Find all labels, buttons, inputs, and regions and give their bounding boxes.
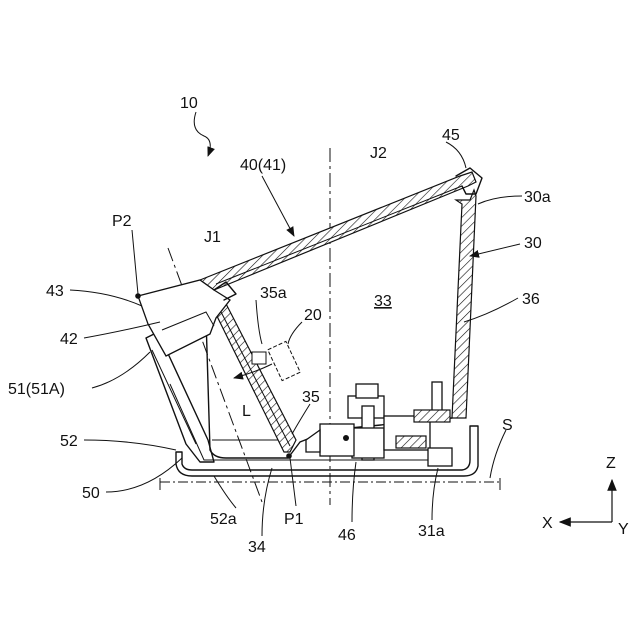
leader-52a	[214, 476, 236, 508]
leader-35a	[256, 300, 262, 344]
label-axis-z: Z	[606, 455, 616, 472]
label-inner-wall: 35	[302, 389, 320, 406]
label-axis-y: Y	[618, 521, 629, 538]
label-body: 30	[524, 235, 542, 252]
label-lid: 40(41)	[240, 157, 286, 174]
label-point-p1: P1	[284, 511, 304, 528]
label-sensor: 20	[304, 307, 322, 324]
guide-wall	[146, 332, 214, 462]
lid-inner-edge	[216, 186, 462, 284]
leader-52	[84, 440, 176, 450]
label-bottom-rib: 31a	[418, 523, 445, 540]
leader-10	[194, 112, 210, 156]
label-space: 33	[374, 293, 392, 310]
leader-s	[490, 430, 506, 478]
label-surface: S	[502, 417, 513, 434]
label-length: L	[242, 403, 251, 420]
label-axis-j2: J2	[370, 145, 387, 162]
label-point-p2: P2	[112, 213, 132, 230]
lid-top	[200, 172, 476, 290]
label-lid-edge: 43	[46, 283, 64, 300]
label-base: 50	[82, 485, 100, 502]
leader-40	[262, 176, 294, 236]
label-base-foot: 52a	[210, 511, 237, 528]
leader-30	[470, 244, 520, 256]
point-p1-dot	[286, 453, 292, 459]
guide-inner	[152, 350, 196, 444]
leader-36	[464, 298, 518, 322]
leader-35	[292, 404, 310, 434]
label-base-wall: 52	[60, 433, 78, 450]
coordinate-axes	[560, 480, 612, 522]
label-hinge: 45	[442, 127, 460, 144]
label-guide: 51(51A)	[8, 381, 65, 398]
leader-34	[262, 468, 272, 536]
leader-50	[106, 458, 182, 492]
sensor-window	[252, 352, 266, 364]
leader-46	[352, 462, 356, 522]
lid-front	[138, 280, 230, 356]
leader-30a	[478, 196, 522, 204]
label-actuator: 46	[338, 527, 356, 544]
label-wall: 36	[522, 291, 540, 308]
label-inner-wall-top: 35a	[260, 285, 287, 302]
label-rim: 30a	[524, 189, 551, 206]
leader-p2	[132, 230, 138, 294]
point-p2-dot	[135, 293, 141, 299]
label-axis-j1: J1	[204, 229, 221, 246]
leader-51	[92, 352, 150, 388]
leader-20	[288, 322, 302, 344]
leader-43	[70, 290, 142, 306]
leader-42	[84, 322, 160, 338]
label-lid-tab: 42	[60, 331, 78, 348]
label-device: 10	[180, 95, 198, 112]
inner-wall-35-inside	[220, 310, 290, 446]
label-axis-x: X	[542, 515, 553, 532]
body-outer-wall	[452, 190, 476, 418]
leader-45	[446, 142, 466, 168]
mechanism-46	[306, 382, 452, 466]
label-chamber: 34	[248, 539, 266, 556]
sensor-20	[268, 341, 300, 380]
